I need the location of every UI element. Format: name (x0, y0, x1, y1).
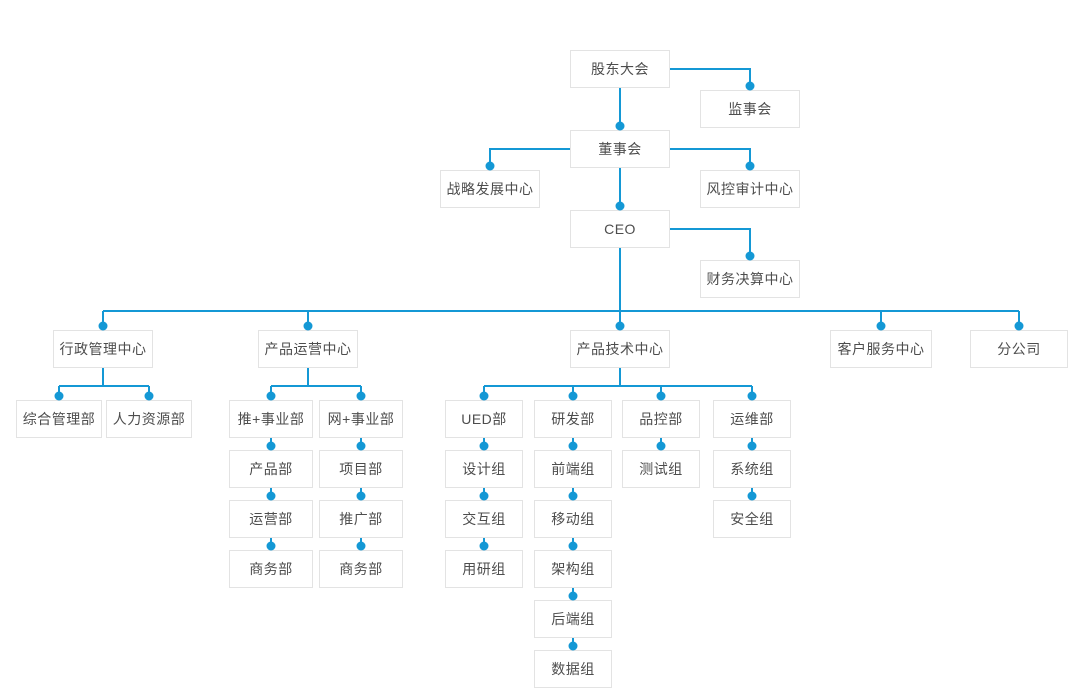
org-node-design-group[interactable]: 设计组 (445, 450, 523, 488)
org-node-project-dept[interactable]: 项目部 (319, 450, 403, 488)
connector-line (670, 68, 751, 90)
org-node-label: 人力资源部 (112, 411, 186, 427)
org-node-label: 研发部 (551, 411, 595, 427)
org-node-promotion-dept[interactable]: 推广部 (319, 500, 403, 538)
org-node-product-ops-center[interactable]: 产品运营中心 (258, 330, 358, 368)
connector-line (489, 148, 570, 170)
org-node-finance-center[interactable]: 财务决算中心 (700, 260, 800, 298)
org-node-supervisors[interactable]: 监事会 (700, 90, 800, 128)
org-node-branch-company[interactable]: 分公司 (970, 330, 1068, 368)
org-node-label: 战略发展中心 (446, 181, 534, 197)
org-node-hr-dept[interactable]: 人力资源部 (106, 400, 192, 438)
org-node-operations-dept[interactable]: 运营部 (229, 500, 313, 538)
org-node-data-group[interactable]: 数据组 (534, 650, 612, 688)
org-node-wang-business-dept[interactable]: 网+事业部 (319, 400, 403, 438)
org-node-strategy-center[interactable]: 战略发展中心 (440, 170, 540, 208)
org-node-label: 风控审计中心 (706, 181, 794, 197)
org-node-label: 行政管理中心 (59, 341, 147, 357)
org-node-label: 设计组 (462, 461, 506, 477)
org-node-risk-audit-center[interactable]: 风控审计中心 (700, 170, 800, 208)
org-node-label: 运营部 (249, 511, 293, 527)
org-node-label: 财务决算中心 (706, 271, 794, 287)
org-node-label: 推广部 (339, 511, 383, 527)
connector-line (670, 228, 751, 260)
org-node-architecture-group[interactable]: 架构组 (534, 550, 612, 588)
org-node-label: 分公司 (997, 341, 1041, 357)
org-node-qc-dept[interactable]: 品控部 (622, 400, 700, 438)
org-node-label: 产品运营中心 (264, 341, 352, 357)
org-node-label: 数据组 (551, 661, 595, 677)
org-node-label: 品控部 (639, 411, 683, 427)
org-node-label: 安全组 (730, 511, 774, 527)
org-node-customer-service[interactable]: 客户服务中心 (830, 330, 932, 368)
connector-line (670, 148, 751, 170)
org-node-product-dept[interactable]: 产品部 (229, 450, 313, 488)
org-node-label: 网+事业部 (327, 411, 395, 427)
org-node-label: 监事会 (728, 101, 772, 117)
org-node-label: 商务部 (249, 561, 293, 577)
org-node-business-dept-2[interactable]: 商务部 (319, 550, 403, 588)
org-node-label: 测试组 (639, 461, 683, 477)
org-node-label: 股东大会 (591, 61, 649, 77)
org-node-testing-group[interactable]: 测试组 (622, 450, 700, 488)
org-node-mobile-group[interactable]: 移动组 (534, 500, 612, 538)
org-node-label: UED部 (461, 411, 507, 427)
org-node-security-group[interactable]: 安全组 (713, 500, 791, 538)
org-node-business-dept-1[interactable]: 商务部 (229, 550, 313, 588)
org-node-board[interactable]: 董事会 (570, 130, 670, 168)
org-node-shareholders[interactable]: 股东大会 (570, 50, 670, 88)
org-node-label: CEO (604, 221, 636, 237)
org-node-rd-dept[interactable]: 研发部 (534, 400, 612, 438)
org-node-ops-dept[interactable]: 运维部 (713, 400, 791, 438)
org-node-label: 董事会 (598, 141, 642, 157)
org-node-label: 交互组 (462, 511, 506, 527)
org-node-system-group[interactable]: 系统组 (713, 450, 791, 488)
org-node-label: 用研组 (462, 561, 506, 577)
org-node-label: 客户服务中心 (837, 341, 925, 357)
org-node-admin-center[interactable]: 行政管理中心 (53, 330, 153, 368)
org-node-ceo[interactable]: CEO (570, 210, 670, 248)
org-node-label: 运维部 (730, 411, 774, 427)
org-node-label: 架构组 (551, 561, 595, 577)
org-node-label: 产品技术中心 (576, 341, 664, 357)
org-node-general-admin-dept[interactable]: 综合管理部 (16, 400, 102, 438)
org-node-product-tech-center[interactable]: 产品技术中心 (570, 330, 670, 368)
org-node-user-research-group[interactable]: 用研组 (445, 550, 523, 588)
org-node-label: 移动组 (551, 511, 595, 527)
org-node-label: 前端组 (551, 461, 595, 477)
org-node-label: 项目部 (339, 461, 383, 477)
org-node-interaction-group[interactable]: 交互组 (445, 500, 523, 538)
org-node-label: 综合管理部 (22, 411, 96, 427)
org-node-tui-business-dept[interactable]: 推+事业部 (229, 400, 313, 438)
org-node-label: 产品部 (249, 461, 293, 477)
org-node-ued-dept[interactable]: UED部 (445, 400, 523, 438)
org-node-label: 系统组 (730, 461, 774, 477)
org-node-backend-group[interactable]: 后端组 (534, 600, 612, 638)
org-node-label: 后端组 (551, 611, 595, 627)
org-node-label: 商务部 (339, 561, 383, 577)
org-node-label: 推+事业部 (237, 411, 305, 427)
org-node-frontend-group[interactable]: 前端组 (534, 450, 612, 488)
